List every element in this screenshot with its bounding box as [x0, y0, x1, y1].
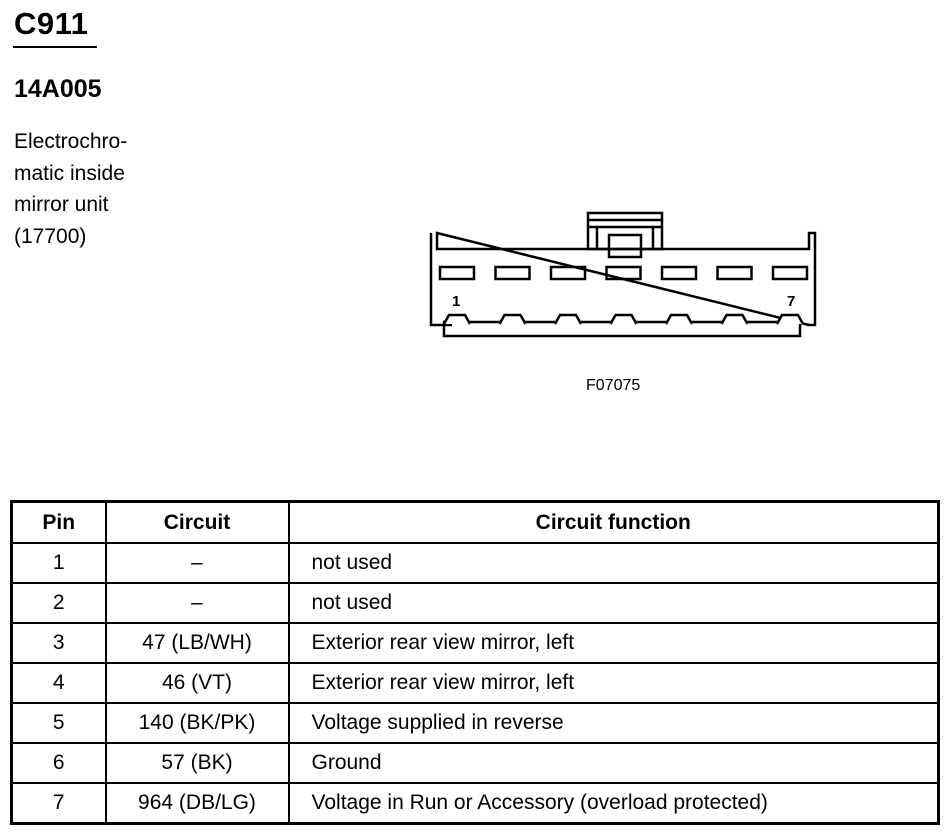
pin-slot — [494, 265, 531, 281]
pin-cell: 1 — [10, 542, 107, 584]
column-header-circuit: Circuit — [104, 500, 290, 544]
circuit-function-cell: Voltage supplied in reverse — [287, 702, 940, 744]
circuit-cell: 140 (BK/PK) — [104, 702, 290, 744]
figure-code: F07075 — [586, 377, 641, 394]
connector-id: C911 — [14, 6, 89, 41]
circuit-cell: 47 (LB/WH) — [104, 622, 290, 664]
description-line: mirror unit — [14, 193, 109, 216]
pin-slot — [716, 265, 753, 281]
circuit-function-cell: Exterior rear view mirror, left — [287, 622, 940, 664]
pin-terminal — [498, 313, 527, 325]
description-line: (17700) — [14, 224, 87, 248]
locking-tab-latch — [607, 233, 643, 259]
pin-slot — [438, 265, 476, 281]
pin-terminal — [553, 313, 583, 325]
table-row: 3 47 (LB/WH) Exterior rear view mirror, … — [10, 622, 940, 664]
table-row: 6 57 (BK) Ground — [10, 742, 940, 784]
column-header-circuit-function: Circuit function — [287, 500, 940, 544]
pin-terminal — [609, 313, 638, 325]
pin-cell: 6 — [10, 742, 107, 784]
pin-label-last: 7 — [787, 293, 795, 310]
table-row: 5 140 (BK/PK) Voltage supplied in revers… — [10, 702, 940, 744]
table-row: 4 46 (VT) Exterior rear view mirror, lef… — [10, 662, 940, 704]
pin-cell: 5 — [10, 702, 107, 744]
pin-terminal — [664, 313, 694, 325]
pin-slot — [549, 265, 587, 281]
pin-table: Pin Circuit Circuit function 1 – not use… — [10, 500, 940, 825]
pin-slot-group — [438, 265, 809, 281]
pin-slot — [660, 265, 698, 281]
pin-terminal-group — [442, 313, 805, 325]
circuit-cell: 964 (DB/LG) — [104, 782, 290, 825]
pin-terminal — [775, 313, 805, 325]
circuit-function-cell: not used — [287, 542, 940, 584]
connector-face-diagram: 1 7 — [429, 211, 817, 338]
column-header-pin: Pin — [10, 500, 107, 544]
description-line: Electrochro- — [14, 130, 128, 153]
table-header-row: Pin Circuit Circuit function — [10, 500, 940, 544]
circuit-cell: – — [104, 582, 290, 624]
pin-cell: 2 — [10, 582, 107, 624]
circuit-cell: 57 (BK) — [104, 742, 290, 784]
pin-cell: 4 — [10, 662, 107, 704]
part-number: 14A005 — [14, 75, 102, 103]
locking-tab — [586, 211, 664, 251]
connector-id-underline — [13, 46, 97, 48]
pin-cell: 7 — [10, 782, 107, 825]
pin-terminal — [720, 313, 749, 325]
pin-slot — [605, 265, 642, 281]
circuit-function-cell: Voltage in Run or Accessory (overload pr… — [287, 782, 940, 825]
circuit-function-cell: not used — [287, 582, 940, 624]
table-row: 2 – not used — [10, 582, 940, 624]
pin-slot — [771, 265, 809, 281]
circuit-function-cell: Ground — [287, 742, 940, 784]
pin-cell: 3 — [10, 622, 107, 664]
circuit-cell: 46 (VT) — [104, 662, 290, 704]
description-line: matic inside — [14, 161, 125, 185]
pin-terminal — [442, 313, 472, 325]
table-row: 1 – not used — [10, 542, 940, 584]
circuit-cell: – — [104, 542, 290, 584]
component-description: Electrochro- matic inside mirror unit (1… — [14, 126, 127, 252]
pin-label-first: 1 — [452, 293, 460, 310]
table-row: 7 964 (DB/LG) Voltage in Run or Accessor… — [10, 782, 940, 825]
circuit-function-cell: Exterior rear view mirror, left — [287, 662, 940, 704]
